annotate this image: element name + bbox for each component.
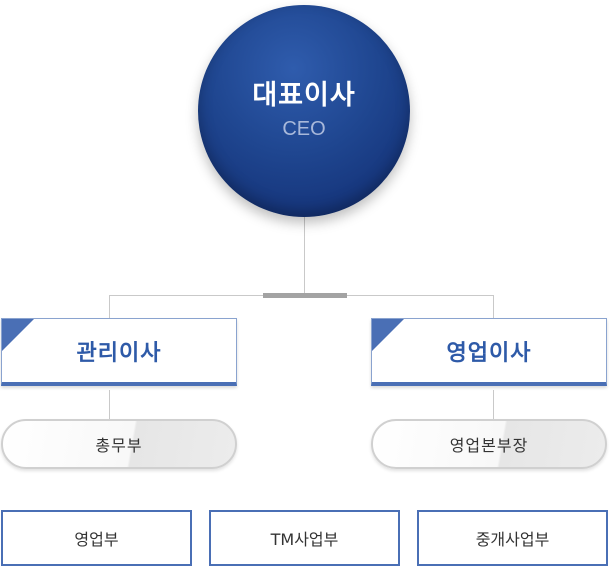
corner-accent [2, 319, 34, 351]
ceo-vertical-connector [304, 217, 305, 295]
unit-general-affairs-label: 총무부 [95, 436, 143, 455]
right-director-to-unit-connector [493, 390, 494, 419]
ceo-title: 대표이사 [252, 80, 356, 111]
dept-tm-node: TM사업부 [209, 510, 400, 566]
ceo-node: 대표이사 CEO [198, 5, 410, 217]
left-branch-connector [109, 295, 110, 318]
director-admin-node: 관리이사 [1, 318, 237, 386]
hub-bar [263, 293, 347, 298]
director-admin-label: 관리이사 [76, 340, 162, 366]
left-director-to-unit-connector [109, 390, 110, 419]
unit-sales-head-node: 영업본부장 [371, 419, 607, 469]
dept-sales-node: 영업부 [1, 510, 192, 566]
dept-brokerage-label: 중개사업부 [475, 530, 550, 549]
ceo-subtitle: CEO [282, 118, 326, 140]
corner-accent [372, 319, 404, 351]
unit-sales-head-label: 영업본부장 [449, 436, 529, 455]
dept-brokerage-node: 중개사업부 [417, 510, 608, 566]
unit-general-affairs-node: 총무부 [1, 419, 237, 469]
director-sales-label: 영업이사 [446, 340, 532, 366]
dept-tm-label: TM사업부 [270, 530, 339, 549]
dept-sales-label: 영업부 [74, 530, 119, 549]
director-sales-node: 영업이사 [371, 318, 607, 386]
right-branch-connector [493, 295, 494, 318]
